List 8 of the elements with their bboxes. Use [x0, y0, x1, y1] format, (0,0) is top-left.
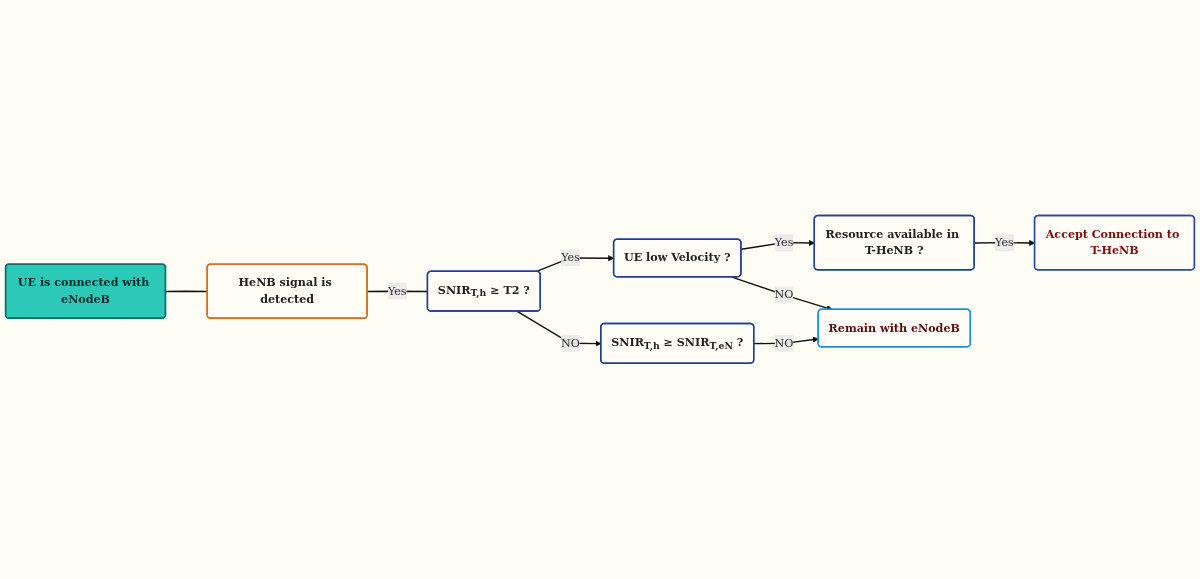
- arrow: [753, 336, 819, 345]
- edge-label: Yes: [561, 251, 580, 265]
- edge-label: NO: [561, 336, 580, 350]
- edge-label: NO: [774, 287, 794, 302]
- edge-label: Yes: [995, 235, 1014, 250]
- edge-label: NO: [774, 336, 794, 350]
- edge-label: Yes: [387, 284, 407, 298]
- edge-label: Yes: [774, 235, 794, 250]
